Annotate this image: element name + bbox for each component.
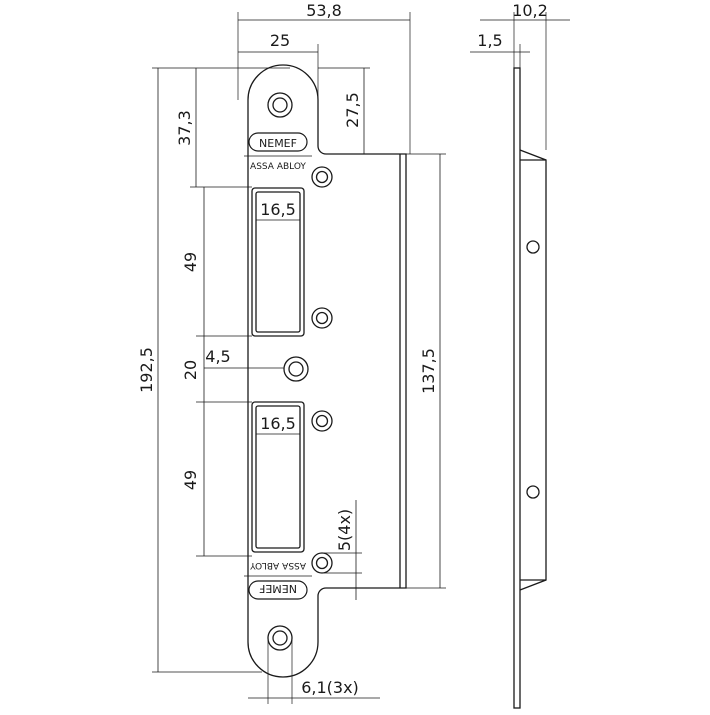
side-hole-upper: [526, 240, 540, 254]
brand-name-top: NEMEF: [259, 137, 297, 150]
brand-sub-top: ASSA ABLOY: [250, 162, 306, 172]
dimensions: 53,8 25 10,2 1,5 37,3 27,5 192,5 49: [137, 1, 570, 704]
dim-lower-slot-height: 49: [181, 470, 200, 490]
lip-hole-3: [311, 410, 333, 432]
front-view: NEMEF ASSA ABLOY NEMEF ASSA ABLOY: [244, 64, 407, 678]
brand-logo-bottom: NEMEF ASSA ABLOY: [244, 560, 312, 600]
brand-logo-top: NEMEF ASSA ABLOY: [244, 132, 312, 172]
lip-hole-4: [311, 552, 333, 574]
dim-upper-slot-width: 16,5: [260, 200, 296, 219]
dim-lower-slot-width: 16,5: [260, 414, 296, 433]
lip-hole-2: [311, 307, 333, 329]
dim-side-thickness: 10,2: [512, 1, 548, 20]
side-lip: [519, 149, 547, 591]
center-screw-hole: [283, 356, 309, 382]
dim-screw-hole: 5(4x): [335, 509, 354, 551]
dim-overall-width: 53,8: [306, 1, 342, 20]
dim-center-spacing: 20: [181, 360, 200, 380]
side-hole-lower: [526, 485, 540, 499]
upper-slot-inner: [255, 191, 301, 333]
dim-upper-width: 25: [270, 31, 290, 50]
brand-name-bottom: NEMEF: [259, 582, 297, 595]
lip-hole-1: [311, 166, 333, 188]
side-plate: [513, 67, 521, 709]
dim-lip-height: 137,5: [419, 348, 438, 394]
top-screw-hole: [267, 92, 293, 118]
lower-slot: [251, 401, 305, 553]
upper-slot: [251, 187, 305, 337]
dim-top-to-first: 37,3: [175, 110, 194, 146]
brand-sub-bottom: ASSA ABLOY: [250, 560, 306, 570]
dim-overall-height: 192,5: [137, 347, 156, 393]
side-view: [513, 67, 547, 709]
dim-center-offset: 4,5: [205, 347, 230, 366]
dim-material-thickness: 1,5: [477, 31, 502, 50]
dim-lip-offset: 27,5: [343, 92, 362, 128]
dim-countersink: 6,1(3x): [301, 678, 359, 697]
dim-upper-slot-height: 49: [181, 252, 200, 272]
lower-slot-inner: [255, 405, 301, 549]
bottom-screw-hole: [267, 625, 293, 651]
